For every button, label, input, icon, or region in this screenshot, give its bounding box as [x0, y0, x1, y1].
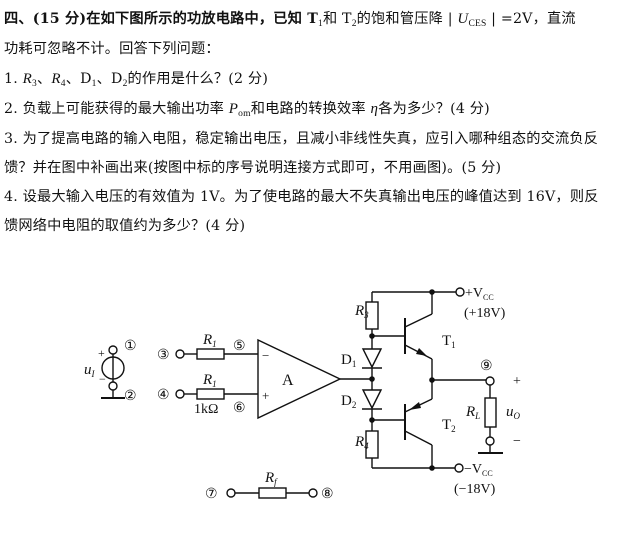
question-3: 3. 为了提高电路的输入电阻，稳定输出电压，且减小非线性失真，应引入哪种组态的交… [4, 131, 599, 147]
r4-label: R4 [354, 434, 369, 451]
r3-label: R3 [354, 303, 369, 320]
opamp-noninverting: + [262, 388, 269, 403]
opamp-inverting: − [262, 348, 269, 363]
r1-value: 1kΩ [194, 402, 218, 417]
rf-label: Rf [264, 470, 278, 487]
transistor-t2 [372, 380, 433, 468]
node-3-label: ③ [157, 348, 170, 363]
ui-label: uI [84, 362, 96, 379]
node-2-label: ② [124, 389, 137, 404]
t1-label: T1 [442, 333, 456, 350]
node-7-label: ⑦ [205, 487, 218, 502]
question-4-cont: 馈网络中电阻的取值约为多少？(4 分) [4, 218, 246, 234]
question-header: 四、(15 分)在如下图所示的功放电路中，已知 T1和 T2的饱和管压降 | U… [4, 11, 576, 29]
d1-label: D1 [341, 352, 356, 369]
resistor-r1-a [196, 348, 225, 360]
resistor-rf [258, 487, 287, 499]
question-1: 1. R3、R4、D1、D2的作用是什么？(2 分) [4, 71, 269, 89]
vcc-negative-label: −VCC [464, 462, 493, 478]
opamp [257, 338, 342, 420]
t2-label: T2 [442, 417, 456, 434]
question-3-cont: 馈？并在图中补画出来(按图中标的序号说明连接方式即可，不用画图)。(5 分) [4, 160, 502, 176]
node-5-label: ⑤ [233, 339, 246, 354]
source-minus: − [99, 372, 106, 386]
question-4: 4. 设最大输入电压的有效值为 1V。为了使电路的最大不失真输出电压的峰值达到 … [4, 189, 599, 205]
transistor-t1 [372, 292, 433, 380]
voltage-source [101, 345, 125, 399]
rl-label: RL [465, 404, 480, 421]
question-2: 2. 负载上可能获得的最大输出功率 Pom和电路的转换效率 η各为多少？(4 分… [4, 101, 490, 119]
node-6-label: ⑥ [233, 401, 246, 416]
output-minus: − [513, 434, 521, 449]
d2-label: D2 [341, 393, 356, 410]
vcc-negative-value: (−18V) [454, 482, 496, 497]
diode-d1 [361, 348, 383, 369]
resistor-r1-b [196, 388, 225, 400]
vcc-positive-value: (+18V) [464, 306, 506, 321]
resistor-rl [484, 397, 497, 428]
question-header-cont: 功耗可忽略不计。回答下列问题： [4, 41, 220, 57]
uo-label: uO [506, 404, 521, 421]
source-plus: + [98, 346, 105, 360]
r1-label-a: R1 [202, 332, 217, 349]
node-8-label: ⑧ [321, 487, 334, 502]
diode-d2 [361, 389, 383, 410]
node-1-label: ① [124, 339, 137, 354]
r1-label-b: R1 [202, 372, 217, 389]
opamp-label: A [282, 372, 294, 389]
output-plus: + [513, 374, 521, 389]
node-4-label: ④ [157, 388, 170, 403]
node-9-label: ⑨ [480, 359, 493, 374]
vcc-positive-label: +VCC [465, 286, 494, 302]
